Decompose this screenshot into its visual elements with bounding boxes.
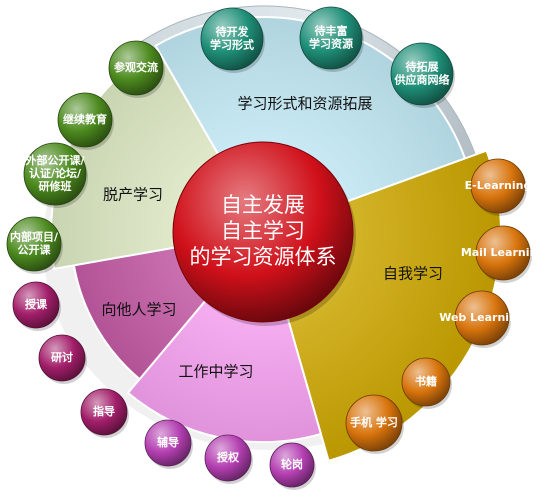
- node-label-enrich-resources: 学习资源: [309, 37, 353, 51]
- node-mentoring: 指导: [80, 388, 129, 438]
- node-label-e-learning: E-Learning: [465, 179, 532, 192]
- node-label-coaching: 辅导: [157, 435, 179, 449]
- node-label-mail-learning: Mail Learning: [461, 246, 545, 259]
- node-bubble-delegation: [204, 434, 252, 482]
- node-label-books: 书籍: [415, 374, 437, 388]
- node-bubble-external-courses: [23, 142, 87, 206]
- node-label-study-visit: 参观交流: [114, 60, 158, 74]
- center-title-line: 自主发展: [221, 193, 305, 217]
- node-bubble-mail-learning: [475, 225, 531, 281]
- node-label-mobile-learning: 手机 学习: [350, 415, 398, 429]
- node-bubble-continuing-education: [57, 92, 113, 148]
- node-bubble-seminar: [38, 334, 86, 382]
- node-label-internal-project: 内部项目/: [10, 230, 59, 244]
- node-label-enrich-resources: 待丰富: [314, 24, 348, 38]
- node-label-internal-project: 公开课: [18, 243, 52, 257]
- sector-label-on-the-job-learning: 工作中学习: [178, 363, 253, 381]
- node-books: 书籍: [401, 357, 452, 409]
- node-label-mentoring: 指导: [93, 404, 115, 418]
- center-title-line: 自主学习: [221, 219, 305, 243]
- node-delegation: 授权: [204, 434, 253, 484]
- node-seminar: 研讨: [38, 334, 87, 384]
- sector-label-off-the-job-learning: 脱产学习: [103, 186, 163, 204]
- node-bubble-enrich-resources: [299, 6, 363, 70]
- node-bubble-expand-vendor-network: [390, 42, 454, 106]
- node-bubble-rotation: [269, 442, 315, 488]
- sector-label-learn-from-others: 向他人学习: [101, 301, 176, 319]
- node-bubble-develop-forms: [200, 7, 264, 71]
- node-study-visit: 参观交流: [108, 40, 165, 98]
- node-label-web-learning: Web Learning: [439, 311, 525, 324]
- node-lecturing: 授课: [12, 281, 61, 331]
- node-bubble-e-learning: [470, 158, 526, 214]
- sector-label-self-learning: 自我学习: [383, 265, 443, 283]
- node-bubble-lecturing: [12, 281, 60, 329]
- node-mobile-learning: 手机 学习: [345, 394, 404, 454]
- node-bubble-study-visit: [108, 40, 164, 96]
- center-title-line: 的学习资源体系: [190, 245, 337, 269]
- node-label-delegation: 授权: [217, 450, 240, 464]
- node-label-expand-vendor-network: 供应商网络: [394, 73, 450, 87]
- node-continuing-education: 继续教育: [57, 92, 114, 150]
- node-label-develop-forms: 学习形式: [210, 38, 254, 52]
- node-rotation: 轮岗: [269, 442, 316, 490]
- center-circle: [172, 141, 354, 323]
- node-label-continuing-education: 继续教育: [63, 112, 107, 126]
- node-coaching: 辅导: [144, 419, 193, 469]
- node-label-lecturing: 授课: [25, 297, 48, 311]
- node-bubble-mentoring: [80, 388, 128, 436]
- node-label-external-courses: 认证/论坛/: [29, 166, 82, 180]
- node-web-learning: Web Learning: [439, 290, 525, 348]
- node-label-rotation: 轮岗: [281, 457, 303, 471]
- node-label-develop-forms: 待开发: [215, 25, 250, 39]
- node-bubble-web-learning: [454, 290, 510, 346]
- sector-label-form-resource-expansion: 学习形式和资源拓展: [237, 95, 372, 113]
- node-mail-learning: Mail Learning: [461, 225, 545, 283]
- node-label-external-courses: 外部公开课/: [24, 153, 85, 167]
- node-e-learning: E-Learning: [465, 158, 532, 216]
- node-bubble-mobile-learning: [345, 394, 403, 452]
- node-label-expand-vendor-network: 待拓展: [405, 60, 440, 74]
- node-bubble-internal-project: [6, 216, 62, 272]
- node-internal-project: 内部项目/公开课: [6, 216, 63, 274]
- node-bubble-coaching: [144, 419, 192, 467]
- node-label-external-courses: 研修班: [39, 179, 72, 193]
- node-bubble-books: [401, 357, 451, 407]
- node-label-seminar: 研讨: [51, 350, 73, 364]
- node-external-courses: 外部公开课/认证/论坛/研修班: [23, 142, 88, 208]
